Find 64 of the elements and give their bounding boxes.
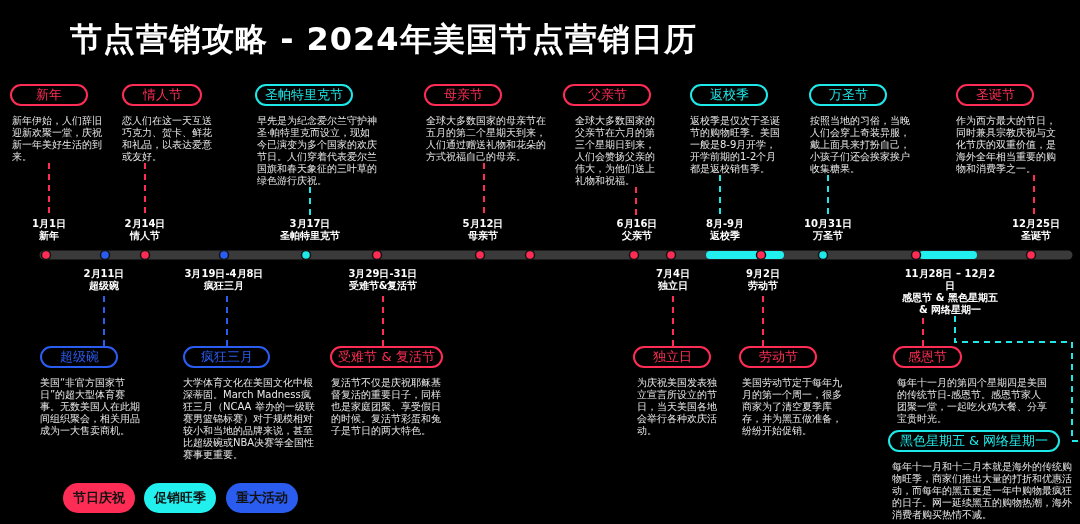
heading-pill: 返校季: [690, 84, 768, 106]
date-label: 3月29日-31日: [348, 268, 418, 280]
legend-label: 重大活动: [236, 489, 288, 507]
holiday-label: 劳动节: [747, 280, 779, 292]
holiday-label: 情人节: [128, 230, 161, 242]
holiday-label: 新年: [38, 230, 60, 242]
description-text: 每年十一月的第四个星期四是美国的传统节日-感恩节。感恩节家人团聚一堂，一起吃火鸡大餐、分享宝贵时光。: [897, 377, 1048, 425]
holiday-label: 独立日: [657, 280, 689, 292]
date-label: 3月19日-4月8日: [184, 268, 264, 280]
description-text: 美国劳动节定于每年九月的第一个周一，很多商家为了清空夏季库存，并为黑五做准备，纷纷开始促销。: [742, 377, 843, 437]
heading-pill: 黑色星期五 & 网络星期一: [888, 430, 1060, 452]
leader-line: [922, 315, 924, 347]
heading-pill: 感恩节: [893, 346, 962, 368]
heading-pill: 圣帕特里克节: [255, 84, 353, 106]
description-text: 恋人们在这一天互送巧克力、贺卡、鲜花和礼品，以表达爱意或友好。: [122, 115, 213, 163]
date-label: 3月17日: [288, 218, 332, 230]
description-text: 美国“非官方国家节日”的超大型体育赛事。无数美国人在此期间组织聚会，相关用品成为一大售卖商机。: [40, 377, 141, 437]
heading-pill: 母亲节: [424, 84, 502, 106]
heading-pill: 受难节 & 复活节: [330, 346, 443, 368]
holiday-label: 疯狂三月: [203, 280, 245, 292]
holiday-label: 返校季: [709, 230, 741, 242]
holiday-label: 圣诞节: [1020, 230, 1052, 242]
date-label: 8月-9月: [705, 218, 745, 230]
holiday-label: 感恩节 & 黑色星期五 & 网络星期一: [901, 292, 999, 316]
heading-pill: 疯狂三月: [183, 346, 270, 368]
holiday-label: 超级碗: [88, 280, 120, 292]
description-text: 大学体育文化在美国文化中根深蒂固。March Madness疯狂三月（NCAA 举办的一级联赛男篮锦标赛）对于规模相对较小和当地的品牌来说，甚至比超级碗或NBA决赛等全国性赛事更重要。: [183, 377, 315, 461]
holiday-label: 圣帕特里克节: [280, 230, 340, 242]
heading-pill: 圣诞节: [956, 84, 1034, 106]
date-label: 12月25日: [1012, 218, 1060, 230]
date-label: 9月2日: [746, 268, 780, 280]
legend-label: 促销旺季: [154, 489, 206, 507]
holiday-label: 受难节&复活节: [348, 280, 418, 292]
description-text: 作为西方最大的节日，同时兼具宗教庆祝与文化节庆的双重价值，是海外全年相当重要的购物和消费季之一。: [956, 115, 1056, 175]
description-text: 每年十一月和十二月本就是海外的传统购物旺季，商家们推出大量的打折和优惠活动，而每年的黑五更是一年中购物最疯狂的日子。网一延续黑五的购物热潮，海外消费者购买热情不减。: [892, 461, 1073, 521]
heading-pill: 情人节: [122, 84, 202, 106]
date-label: 10月31日: [804, 218, 852, 230]
description-text: 全球大多数国家的母亲节在五月的第二个星期天到来，人们通过赠送礼物和花朵的方式祝福自己的母亲。: [426, 115, 546, 163]
description-text: 为庆祝美国发表独立宣言所设立的节日，当天美国各地会举行各种欢庆活动。: [637, 377, 718, 437]
description-text: 按照当地的习俗，当晚人们会穿上奇装异服，戴上面具来打扮自己，小孩子们还会挨家挨户收集糖果。: [810, 115, 911, 175]
holiday-label: 万圣节: [812, 230, 844, 242]
heading-pill: 父亲节: [563, 84, 651, 106]
heading-pill: 超级碗: [40, 346, 118, 368]
heading-pill: 独立日: [633, 346, 711, 368]
title: 节点营销攻略 - 2024年美国节点营销日历: [70, 19, 697, 60]
date-label: 11月28日 – 12月2日: [903, 268, 997, 292]
leader-line: [954, 315, 1079, 442]
holiday-label: 母亲节: [467, 230, 499, 242]
legend-label: 节日庆祝: [73, 489, 125, 507]
holiday-label: 父亲节: [621, 230, 653, 242]
description-text: 返校季是仅次于圣诞节的购物旺季。美国一般是8-9月开学，开学前期的1-2个月都是返校销售季。: [690, 115, 781, 175]
date-label: 6月16日: [616, 218, 658, 230]
date-label: 2月11日: [83, 268, 125, 280]
description-text: 新年伊始，人们辞旧迎新欢聚一堂，庆祝新一年美好生活的到来。: [12, 115, 103, 163]
heading-pill: 新年: [10, 84, 88, 106]
description-text: 全球大多数国家的父亲节在六月的第三个星期日到来，人们会赞扬父亲的伟大，为他们送上礼物和祝福。: [575, 115, 656, 187]
date-label: 2月14日: [124, 218, 166, 230]
date-label: 1月1日: [32, 218, 66, 230]
description-text: 复活节不仅是庆祝耶稣基督复活的重要日子，同样也是家庭团聚、享受假日的时候。复活节彩蛋和兔子是节日的两大特色。: [331, 377, 442, 437]
date-label: 5月12日: [462, 218, 504, 230]
heading-pill: 万圣节: [809, 84, 887, 106]
date-label: 7月4日: [656, 268, 690, 280]
heading-pill: 劳动节: [739, 346, 817, 368]
description-text: 早先是为纪念爱尔兰守护神圣·帕特里克而设立，现如今已演变为多个国家的欢庆节日。人们穿着代表爱尔兰国旗和春天象征的三叶草的绿色游行庆祝。: [257, 115, 377, 187]
